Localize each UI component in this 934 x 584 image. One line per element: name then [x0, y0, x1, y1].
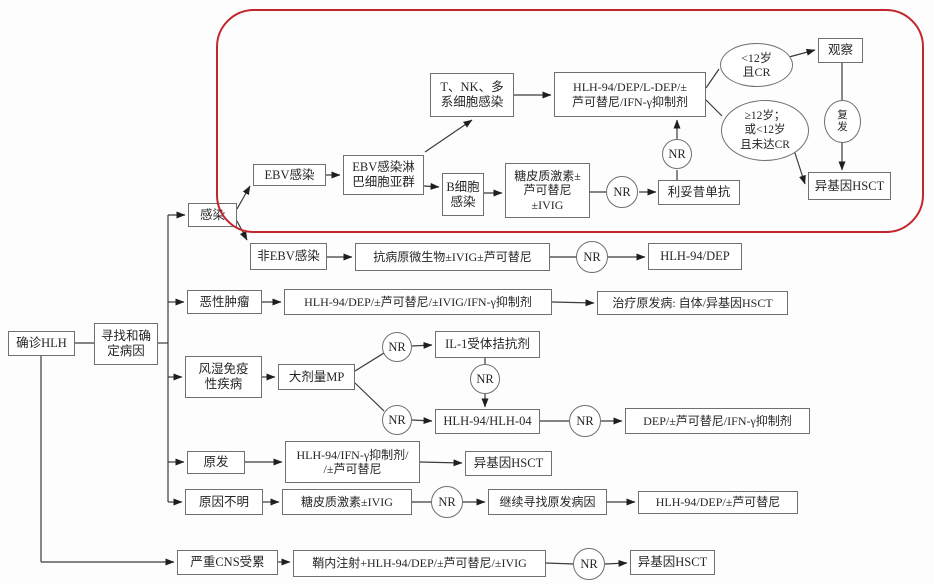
connector-arrow [793, 149, 806, 185]
connector-line [705, 68, 720, 89]
connector-line [354, 382, 385, 412]
connector-arrow [424, 119, 473, 153]
node-nr-4: NR [382, 332, 412, 362]
connector-arrow [604, 559, 628, 567]
node-nr-7: NR [569, 405, 601, 437]
node-hlh94-hlh04: HLH-94/HLH-04 [435, 409, 540, 434]
connector-arrow [788, 48, 816, 58]
node-hlh94-ifn-ruxo: HLH-94/IFN-γ抑制剂/ /±芦可替尼 [285, 441, 420, 483]
node-severe-cns: 严重CNS受累 [177, 550, 278, 575]
node-antimicrobial: 抗病原微生物±IVIG±芦可替尼 [355, 243, 550, 271]
node-ebv-infection: EBV感染 [253, 164, 326, 186]
node-hlh94-dep: HLH-94/DEP [648, 243, 742, 270]
node-unknown-cause: 原因不明 [185, 489, 263, 515]
connector-line [705, 99, 723, 117]
node-continue-search: 继续寻找原发病因 [488, 489, 607, 515]
node-nr-6: NR [382, 405, 412, 435]
node-steroid-ivig: 糖皮质激素±IVIG [282, 489, 412, 515]
node-confirm-hlh: 确诊HLH [8, 331, 75, 356]
node-hlh94-dep-ldep: HLH-94/DEP/L-DEP/± 芦可替尼/IFN-γ抑制剂 [554, 72, 706, 117]
node-nr-5: NR [470, 364, 500, 394]
node-dep-ruxo-ifn: DEP/±芦可替尼/IFN-γ抑制剂 [625, 408, 810, 434]
node-non-ebv: 非EBV感染 [250, 243, 327, 270]
node-nr-8: NR [431, 486, 463, 518]
node-relapse: 复 发 [824, 100, 861, 143]
node-infection: 感染 [188, 203, 237, 227]
node-treat-primary: 治疗原发病: 自体/异基因HSCT [597, 291, 788, 315]
connector-arrow [551, 299, 595, 307]
node-intrathecal: 鞘内注射+HLH-94/DEP/±芦可替尼/±IVIG [293, 550, 546, 577]
connector-line [545, 562, 575, 565]
node-rituximab: 利妥昔单抗 [658, 180, 740, 205]
connector-arrow [423, 182, 440, 190]
connector-arrow [236, 220, 248, 241]
node-over12-or-no-cr: ≥12岁； 或<12岁 且未达CR [721, 100, 809, 161]
connector-arrow [411, 417, 433, 425]
node-high-dose-mp: 大剂量MP [278, 364, 355, 390]
node-find-cause: 寻找和确 定病因 [94, 323, 158, 365]
connector-line [354, 352, 385, 372]
connector-arrow [411, 341, 433, 349]
node-t-nk-multi: T、NK、多 系细胞感染 [430, 73, 514, 117]
connector-arrow [419, 459, 463, 467]
node-hlh94-dep-ruxo-ivig-ifn: HLH-94/DEP/±芦可替尼/±IVIG/IFN-γ抑制剂 [284, 289, 552, 315]
node-malignancy: 恶性肿瘤 [187, 290, 262, 314]
node-allo-hsct-cns: 异基因HSCT [630, 550, 715, 575]
node-nr-9: NR [573, 548, 605, 580]
node-ebv-lymph-subset: EBV感染淋 巴细胞亚群 [343, 155, 424, 195]
node-hlh94-dep-ruxo: HLH-94/DEP/±芦可替尼 [638, 491, 798, 514]
node-nr-1: NR [606, 176, 638, 208]
node-observe: 观察 [818, 38, 863, 63]
node-nr-3: NR [576, 241, 608, 273]
node-primary: 原发 [187, 451, 245, 474]
node-allo-hsct-primary: 异基因HSCT [465, 451, 552, 476]
node-steroid-ruxo-ivig: 糖皮质激素± 芦可替尼 ±IVIG [505, 163, 590, 218]
node-nr-2: NR [662, 139, 692, 169]
node-rheumatic: 风湿免疫 性疾病 [185, 356, 262, 398]
connector-arrow [236, 185, 251, 210]
node-allo-hsct-top: 异基因HSCT [808, 172, 891, 200]
node-under12-cr: <12岁 且CR [720, 43, 793, 87]
node-il1-antagonist: IL-1受体拮抗剂 [435, 331, 540, 358]
node-b-cell: B细胞 感染 [442, 173, 484, 216]
